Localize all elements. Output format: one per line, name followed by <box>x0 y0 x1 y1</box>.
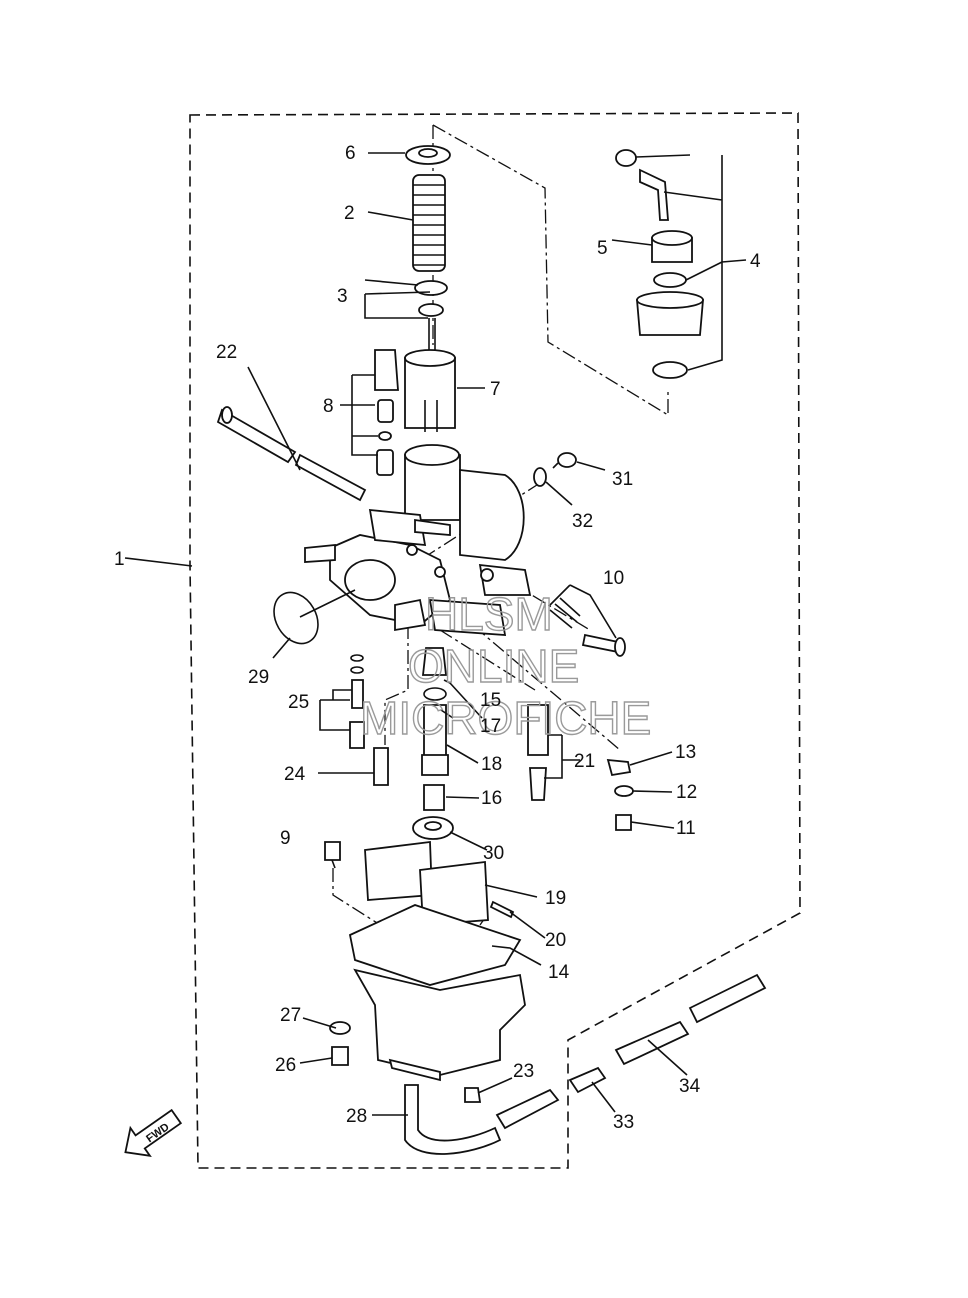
part-22-hose <box>216 406 367 502</box>
callout-9: 9 <box>280 828 291 849</box>
guide-line-jets <box>384 625 409 745</box>
part-12-washer <box>614 785 634 797</box>
callout-14: 14 <box>548 962 570 983</box>
part-4-cap-assembly <box>615 149 704 379</box>
part-6-washer <box>405 145 451 165</box>
callout-12: 12 <box>676 782 697 803</box>
part-26-drain-screw <box>331 1046 349 1066</box>
callout-17: 17 <box>480 716 501 737</box>
callout-16: 16 <box>481 788 502 809</box>
guide-line-21 <box>439 629 536 691</box>
part-29-o-ring <box>273 591 319 645</box>
part-15-o-ring <box>423 687 447 701</box>
part-18-emulsion-tube <box>421 704 449 776</box>
part-3-clip <box>414 280 448 355</box>
part-28-drain-hose <box>404 1084 502 1155</box>
part-31-screw <box>552 452 577 469</box>
callout-24: 24 <box>284 764 306 785</box>
callout-13: 13 <box>675 742 696 763</box>
callout-3: 3 <box>337 286 348 307</box>
part-13-clip <box>606 758 632 777</box>
part-24-pilot-jet <box>373 747 389 786</box>
callout-6: 6 <box>345 143 356 164</box>
callout-1: 1 <box>114 549 125 570</box>
callout-32: 32 <box>572 511 593 532</box>
part-9-screw <box>324 841 341 861</box>
part-1-carburetor-body <box>304 444 532 636</box>
part-27-washer <box>329 1021 351 1035</box>
guide-line-cap <box>432 124 669 417</box>
callout-19: 19 <box>545 888 566 909</box>
part-2-spring <box>412 174 446 272</box>
callout-20: 20 <box>545 930 566 951</box>
part-7-throttle-valve <box>404 349 456 432</box>
watermark-line-3: MICROFICHE <box>360 692 651 744</box>
callout-29: 29 <box>248 667 269 688</box>
float-bowl <box>353 968 526 1082</box>
part-21-needle-valve <box>527 704 549 801</box>
part-11-screw <box>615 814 632 831</box>
callout-25: 25 <box>288 692 309 713</box>
callout-23: 23 <box>513 1061 534 1082</box>
fwd-arrow-icon: FWD <box>124 1108 183 1158</box>
part-23-screw <box>464 1087 482 1103</box>
callout-15: 15 <box>480 690 501 711</box>
part-14-gasket <box>348 904 522 986</box>
part-10-throttle-screw <box>549 597 626 657</box>
callout-11: 11 <box>676 818 696 839</box>
callout-22: 22 <box>216 342 237 363</box>
callout-31: 31 <box>612 469 633 490</box>
callout-18: 18 <box>481 754 502 775</box>
callout-27: 27 <box>280 1005 301 1026</box>
part-19-float <box>364 840 489 926</box>
callout-10: 10 <box>603 568 624 589</box>
callout-34: 34 <box>679 1076 701 1097</box>
watermark-line-1: HLSM <box>425 588 553 640</box>
part-8-air-screw <box>374 349 399 476</box>
callout-5: 5 <box>597 238 608 259</box>
part-5-cap <box>651 230 693 263</box>
part-16-main-jet <box>423 784 445 811</box>
part-30-gasket <box>412 816 454 840</box>
callout-30: 30 <box>483 843 504 864</box>
callout-7: 7 <box>490 379 501 400</box>
part-25-pilot-screw <box>349 654 365 749</box>
callout-28: 28 <box>346 1106 367 1127</box>
leader-lines <box>124 152 747 1116</box>
callout-4: 4 <box>750 251 761 272</box>
callout-8: 8 <box>323 396 334 417</box>
watermark: HLSM ONLINE MICROFICHE <box>359 587 652 744</box>
hose-lower <box>495 1088 560 1130</box>
callout-2: 2 <box>344 203 355 224</box>
part-20-float-pin <box>489 900 515 919</box>
guide-line-9 <box>332 868 386 929</box>
guide-line-body <box>427 482 541 556</box>
part-34-hose <box>614 973 767 1066</box>
callout-26: 26 <box>275 1055 296 1076</box>
part-17-jet <box>421 647 448 676</box>
assembly-boundary <box>189 112 801 1169</box>
watermark-line-2: ONLINE <box>408 640 579 692</box>
part-32-washer <box>533 467 547 487</box>
part-33-joint <box>568 1066 607 1094</box>
callout-21: 21 <box>574 751 595 772</box>
callout-33: 33 <box>613 1112 634 1133</box>
